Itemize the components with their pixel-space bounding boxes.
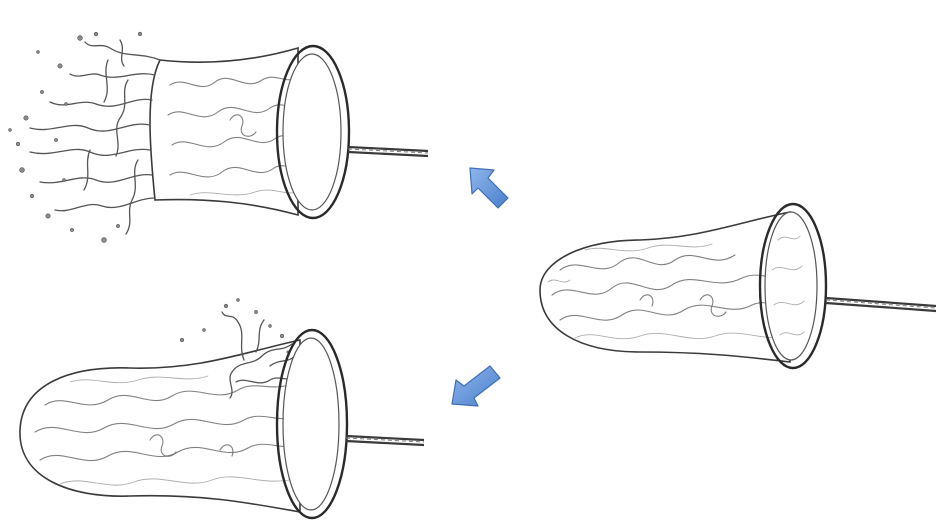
- arrow-to-burst-large: [470, 168, 508, 208]
- arrow-down-left-icon: [452, 366, 500, 406]
- net-intact: [540, 204, 936, 368]
- net-burst-small-rim-inner: [283, 338, 339, 510]
- net-burst-large: [9, 32, 428, 242]
- net-burst-large-rim-inner: [283, 54, 341, 210]
- net-burst-small-handle: [346, 436, 424, 440]
- net-intact-bag: [540, 212, 790, 362]
- arrow-to-burst-small: [452, 366, 500, 406]
- arrow-up-left-icon: [470, 168, 508, 208]
- net-intact-rim-inner: [765, 212, 817, 360]
- net-burst-large-bag: [150, 48, 298, 215]
- net-burst-small: [20, 299, 424, 518]
- net-burst-large-fragments: [9, 32, 160, 242]
- net-burst-large-handle: [348, 147, 428, 151]
- net-burst-small-bag: [20, 340, 300, 512]
